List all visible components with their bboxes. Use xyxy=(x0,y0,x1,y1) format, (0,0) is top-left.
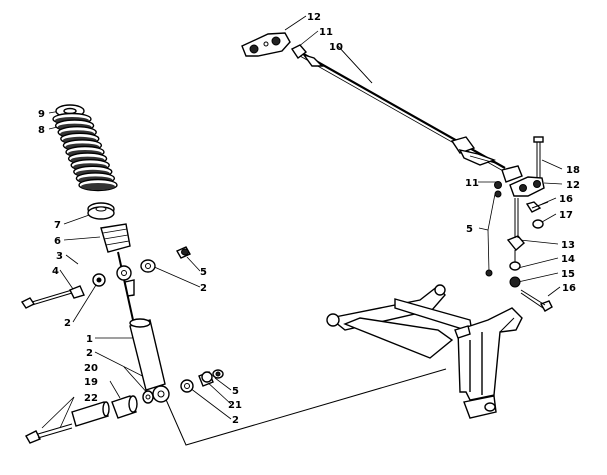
callout-19: 19 xyxy=(84,377,98,388)
lower-mount-hardware xyxy=(25,369,224,444)
callout-12-right: 12 xyxy=(566,180,580,191)
callout-5-mid: 5 xyxy=(200,267,207,278)
callout-labels: 12 11 10 9 8 18 11 12 16 17 7 6 5 13 3 1… xyxy=(38,12,580,426)
callout-6: 6 xyxy=(54,236,61,247)
callout-8: 8 xyxy=(38,125,45,136)
callout-16-right: 16 xyxy=(559,194,573,205)
callout-17: 17 xyxy=(559,210,573,221)
callout-2-left: 2 xyxy=(64,318,71,329)
shock-absorber xyxy=(116,251,170,403)
callout-4: 4 xyxy=(52,266,59,277)
callout-11-right: 11 xyxy=(465,178,479,189)
callout-1: 1 xyxy=(86,334,93,345)
callout-9: 9 xyxy=(38,109,45,120)
callout-11-top: 11 xyxy=(319,27,333,38)
callout-14: 14 xyxy=(561,254,575,265)
callout-2-lower: 2 xyxy=(86,348,93,359)
a-arm-frame xyxy=(326,284,523,419)
leader-lines xyxy=(41,15,563,446)
callout-18: 18 xyxy=(566,165,580,176)
callout-5-lower: 5 xyxy=(232,386,239,397)
callout-12-top: 12 xyxy=(307,12,321,23)
spring-assembly xyxy=(52,104,131,253)
callout-20: 20 xyxy=(84,363,98,374)
callout-7: 7 xyxy=(54,220,61,231)
callout-15: 15 xyxy=(561,269,575,280)
upper-mount-hardware xyxy=(20,246,191,309)
callout-13: 13 xyxy=(561,240,575,251)
callout-22: 22 xyxy=(84,393,98,404)
callout-10: 10 xyxy=(329,42,343,53)
callout-3: 3 xyxy=(56,251,63,262)
callout-21: 21 xyxy=(228,400,242,411)
callout-5-right: 5 xyxy=(466,224,473,235)
linkage-rod-assembly xyxy=(241,32,553,312)
callout-2-mid: 2 xyxy=(200,283,207,294)
callout-2-bottom: 2 xyxy=(232,415,239,426)
callout-16-lower: 16 xyxy=(562,283,576,294)
spring-coil-shadow xyxy=(81,183,115,190)
